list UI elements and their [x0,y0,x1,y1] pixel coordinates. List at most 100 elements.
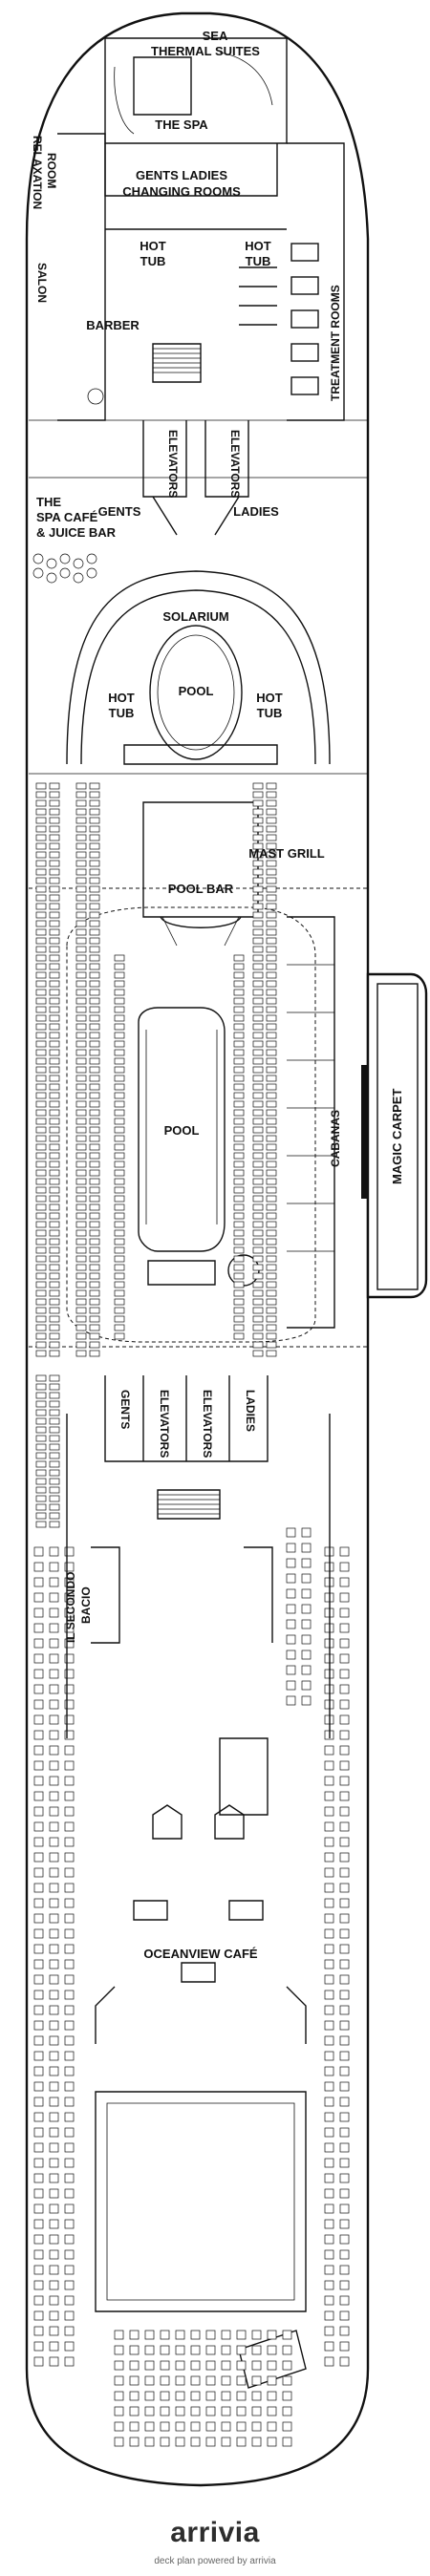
dining-table [64,2173,75,2183]
sunbed [89,997,100,1005]
sunbed [266,1289,277,1297]
sunbed [252,997,264,1005]
sunbed [89,1281,100,1288]
dining-table [49,2066,59,2076]
dining-table [339,2188,350,2199]
dining-table [64,1944,75,1954]
sunbed [252,1160,264,1168]
dining-table [160,2375,170,2386]
sunbed [266,920,277,927]
sunbed [75,1023,87,1031]
dining-table [339,1730,350,1740]
sunbed [89,954,100,962]
dining-table [190,2391,201,2401]
dining-table [339,1607,350,1618]
sunbed [252,1272,264,1280]
sunbed [114,1006,125,1013]
sunbed [252,799,264,807]
dining-table [144,2406,155,2416]
dining-table [49,2310,59,2321]
sunbed-rows [35,782,277,1528]
dining-table [33,1883,44,1893]
solarium [29,570,368,775]
sunbed [89,825,100,833]
sunbed [89,1298,100,1306]
label-cabanas: CABANAS [329,1110,342,1167]
sunbed [252,1057,264,1065]
sunbed [49,928,60,936]
sunbed [114,1203,125,1211]
sunbed [35,1521,47,1528]
dining-table [205,2421,216,2432]
elevator-block-aft [91,1375,273,1816]
dining-table [267,2375,277,2386]
sunbed [266,1186,277,1194]
label-room: ROOM [45,153,58,188]
dining-table [282,2406,292,2416]
dining-table [33,1669,44,1679]
dining-table [205,2345,216,2355]
dining-table [64,2112,75,2122]
dining-table [33,2173,44,2183]
dining-table [236,2330,247,2340]
sunbed [35,1298,47,1306]
dining-table [33,1592,44,1603]
sunbed [233,1032,245,1039]
sunbed [35,1478,47,1485]
sunbed [114,1229,125,1237]
sunbed [266,1281,277,1288]
sunbed [233,1118,245,1125]
dining-table [49,2219,59,2229]
dining-table [64,2081,75,2092]
sunbed [266,825,277,833]
sunbed [89,1049,100,1056]
dining-table [64,1837,75,1847]
dining-table [49,1898,59,1908]
sunbed [252,1315,264,1323]
dining-table [324,2295,334,2306]
sunbed [35,989,47,996]
sunbed [266,1032,277,1039]
sunbed [89,1014,100,1022]
label-hot-tub-fwd-right-b: TUB [246,254,271,268]
elevator-block-fwd [142,420,249,536]
sunbed [252,1075,264,1082]
sunbed [35,1040,47,1048]
dining-table [339,1592,350,1603]
sunbed [233,997,245,1005]
dining-table [301,1650,312,1660]
sunbed [266,937,277,945]
dining-table [221,2437,231,2447]
dining-table [339,2265,350,2275]
dining-table [339,2203,350,2214]
dining-table [49,1791,59,1801]
dining-table [236,2421,247,2432]
sunbed [266,1203,277,1211]
sunbed [89,808,100,816]
sunbed [114,1109,125,1117]
sunbed [75,1281,87,1288]
sunbed [49,1417,60,1425]
dining-table [339,1714,350,1725]
sunbed [75,885,87,893]
dining-table [324,2066,334,2076]
sunbed [49,1281,60,1288]
sunbed [114,1212,125,1220]
sunbed [233,1238,245,1245]
sunbed [89,1246,100,1254]
sunbed [114,1118,125,1125]
dining-table [251,2406,262,2416]
dining-table [324,2142,334,2153]
dining-table [339,1699,350,1710]
sunbed [89,1066,100,1074]
sunbed [49,1169,60,1177]
sunbed [49,1315,60,1323]
dining-table [339,1959,350,1969]
sunbed [35,1272,47,1280]
dining-table [114,2437,124,2447]
dining-table [64,2356,75,2367]
sunbed [49,1066,60,1074]
sunbed [49,989,60,996]
sunbed [35,1443,47,1451]
sunbed [114,1178,125,1185]
